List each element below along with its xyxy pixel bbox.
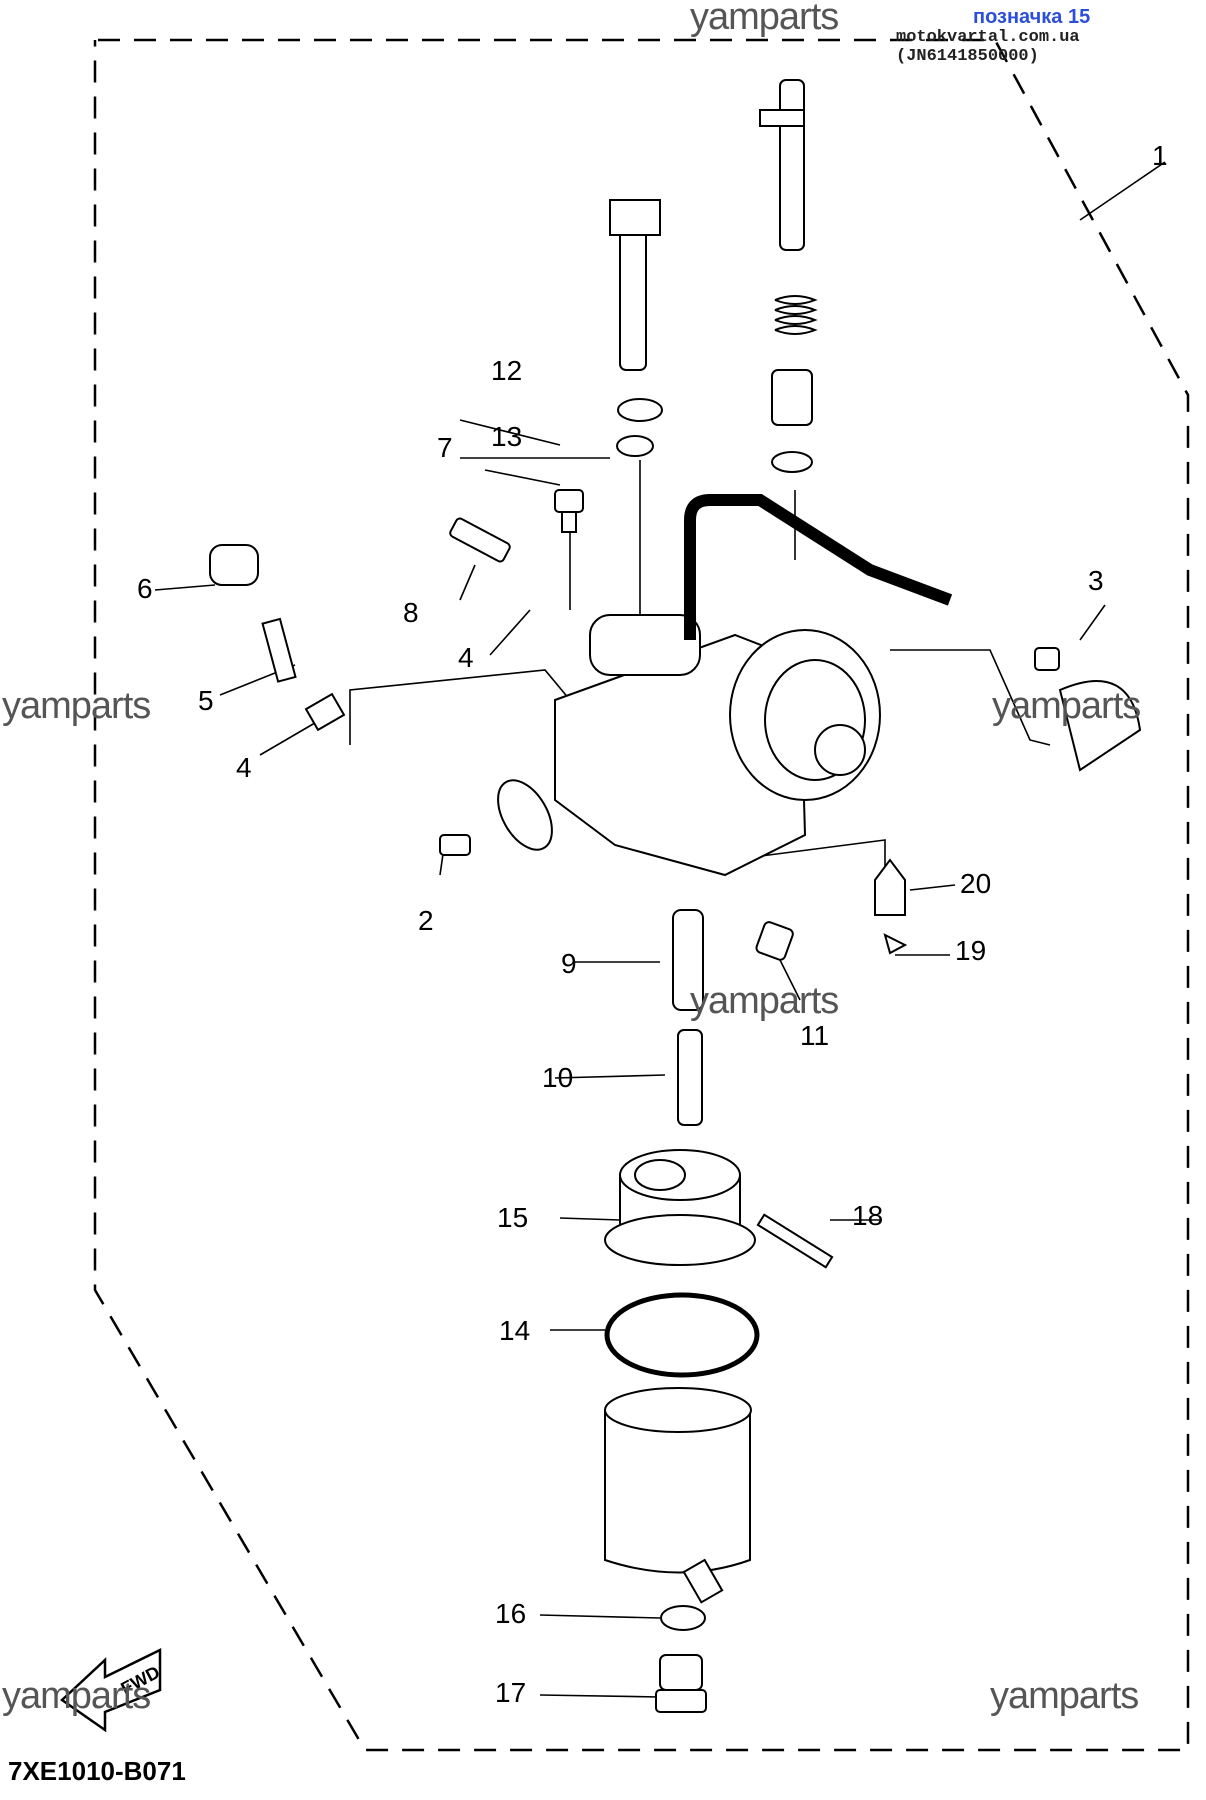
callout-17: 17 [495,1677,527,1708]
watermark: yamparts [990,1675,1139,1717]
header-site: motokvartal.com.ua (JN6141850000) [896,28,1080,66]
parts [209,79,1142,1713]
assembly-boundary [93,38,1190,1752]
callout-18: 18 [852,1200,884,1231]
callout-10: 10 [542,1062,574,1093]
callout-5: 5 [198,685,214,716]
callout-13: 13 [491,421,523,452]
callout-2: 2 [418,905,434,936]
watermark: yamparts [690,0,839,38]
callout-1: 1 [1152,140,1168,171]
callout-3: 3 [1088,565,1104,596]
callout-19: 19 [955,935,987,966]
header-label: позначка 15 [973,6,1091,28]
callout-16: 16 [495,1598,527,1629]
watermark: yamparts [992,685,1141,727]
callout-11: 11 [800,1020,830,1051]
fwd-arrow: FWD [60,1647,163,1733]
callout-14: 14 [499,1315,531,1346]
watermark: yamparts [2,1675,151,1717]
diagram-code: 7XE1010-B071 [8,1756,186,1786]
callout-20: 20 [960,868,992,899]
callout-12: 12 [491,355,523,386]
callout-15: 15 [497,1202,529,1233]
watermark: yamparts [690,980,839,1022]
callout-4a: 4 [458,642,474,673]
callout-6: 6 [137,573,153,604]
callout-8: 8 [403,597,419,628]
callout-9: 9 [561,948,577,979]
callout-4b: 4 [236,752,252,783]
watermark: yamparts [2,685,151,727]
callout-7: 7 [437,432,453,463]
